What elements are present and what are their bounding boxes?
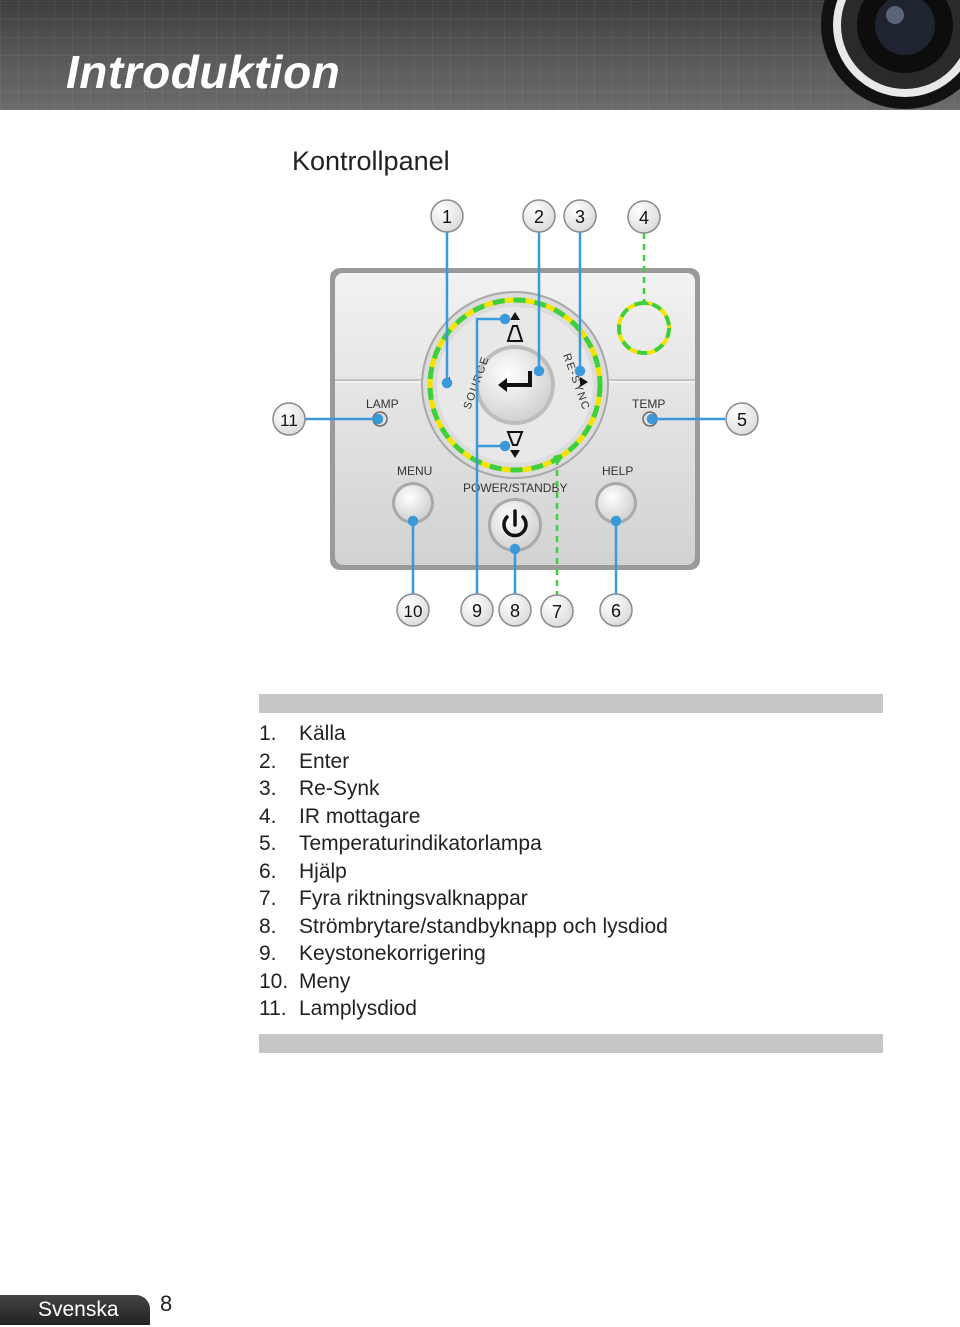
projector-lens-icon	[821, 0, 960, 109]
help-button[interactable]	[595, 482, 637, 524]
callout-10: 10	[396, 593, 430, 627]
list-item: 10.Meny	[259, 969, 351, 993]
keystone-down-icon	[506, 431, 524, 458]
keystone-up-icon	[506, 312, 524, 342]
power-standby-label: POWER/STANDBY	[463, 481, 567, 495]
svg-text:4: 4	[639, 208, 649, 228]
enter-button[interactable]	[475, 345, 555, 425]
svg-text:10: 10	[404, 602, 423, 621]
control-list: 1.Källa 2.Enter 3.Re-Synk 4.IR mottagare…	[259, 720, 668, 1023]
power-button[interactable]	[488, 498, 542, 552]
menu-label: MENU	[397, 464, 432, 478]
menu-button[interactable]	[392, 482, 434, 524]
svg-text:1: 1	[442, 207, 452, 227]
footer: Svenska 8	[0, 1291, 173, 1327]
page-header: Introduktion	[0, 0, 960, 110]
svg-text:5: 5	[737, 410, 747, 430]
list-item: 9.Keystonekorrigering	[259, 942, 486, 965]
svg-text:2: 2	[534, 207, 544, 227]
callout-1: 1	[430, 199, 464, 233]
language-tab	[0, 1295, 150, 1325]
callout-4: 4	[627, 200, 661, 234]
temp-label: TEMP	[632, 397, 665, 411]
help-label: HELP	[602, 464, 633, 478]
enter-icon	[504, 371, 532, 387]
list-item: 11.Lamplysdiod	[259, 997, 417, 1020]
lamp-label: LAMP	[366, 397, 399, 411]
callout-2: 2	[522, 199, 556, 233]
list-item: 8.Strömbrytare/standbyknapp och lysdiod	[259, 914, 668, 938]
svg-text:11: 11	[280, 411, 298, 430]
list-item: 1.Källa	[259, 722, 346, 745]
page-number: 8	[160, 1291, 173, 1316]
callout-9: 9	[460, 593, 494, 627]
callout-leaders	[300, 231, 725, 595]
callout-11: 11	[272, 402, 306, 436]
list-item: 4.IR mottagare	[259, 804, 421, 828]
page-title: Introduktion	[66, 46, 341, 98]
power-icon	[502, 509, 528, 538]
list-item: 6.Hjälp	[259, 859, 347, 883]
callout-8: 8	[498, 593, 532, 627]
svg-text:3: 3	[575, 207, 585, 227]
bottom-rule	[259, 1034, 883, 1053]
callout-5: 5	[725, 402, 759, 436]
svg-text:9: 9	[472, 601, 482, 621]
section-title: Kontrollpanel	[292, 146, 450, 176]
language-label: Svenska	[38, 1298, 119, 1321]
control-panel-diagram: SOURCE RE-SYNC LAMP TEMP MENU HELP POWER…	[272, 199, 759, 628]
header-texture	[0, 0, 960, 110]
top-rule	[259, 694, 883, 713]
callout-3: 3	[563, 199, 597, 233]
right-arrow-icon	[580, 377, 588, 387]
callout-6: 6	[599, 593, 633, 627]
callout-leaders-dashed	[553, 233, 650, 595]
callout-7: 7	[540, 594, 574, 628]
svg-text:6: 6	[611, 601, 621, 621]
list-item: 7.Fyra riktningsvalknappar	[259, 887, 528, 910]
svg-text:7: 7	[552, 602, 562, 622]
list-item: 2.Enter	[259, 749, 350, 773]
list-item: 5.Temperaturindikatorlampa	[259, 832, 542, 855]
svg-text:8: 8	[510, 601, 520, 621]
list-item: 3.Re-Synk	[259, 777, 380, 800]
